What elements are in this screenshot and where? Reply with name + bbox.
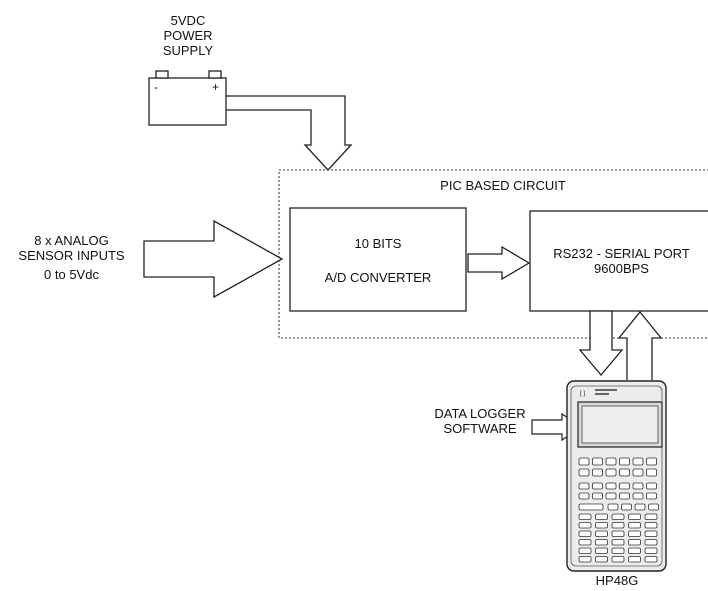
calculator-key [629, 523, 641, 529]
calculator-key [579, 531, 591, 537]
calculator-key [649, 504, 659, 510]
calculator-key [612, 531, 624, 537]
calculator-key [596, 514, 608, 520]
analog-inputs-line3: 0 to 5Vdc [0, 267, 143, 282]
analog-inputs-line2: SENSOR INPUTS [0, 248, 143, 263]
power-supply-label: 5VDC POWER SUPPLY [150, 13, 226, 58]
calculator-key [593, 469, 603, 476]
calculator-key [606, 483, 616, 489]
calculator-key [629, 548, 641, 554]
calculator-key [647, 469, 657, 476]
calculator-key [579, 557, 591, 563]
calculator-enter-key [579, 504, 603, 510]
adc-label-line2: A/D CONVERTER [290, 270, 466, 285]
calculator-key [579, 514, 591, 520]
calculator-key [647, 493, 657, 499]
power-supply-label-line3: SUPPLY [150, 43, 226, 58]
svg-text:[ ]: [ ] [580, 391, 585, 397]
software-label-line2: SOFTWARE [425, 421, 535, 436]
calculator-key [633, 483, 643, 489]
calculator-key [635, 504, 645, 510]
calculator-key [579, 483, 589, 489]
adc-to-serial-arrow [468, 247, 529, 279]
calculator-key [633, 469, 643, 476]
analog-inputs-line1: 8 x ANALOG [0, 233, 143, 248]
battery-plus-sign: + [212, 80, 219, 94]
calculator-key [596, 523, 608, 529]
calculator-key [612, 540, 624, 546]
calculator-key [579, 493, 589, 499]
serial-label-line1: RS232 - SERIAL PORT [530, 246, 708, 261]
calculator-key [606, 469, 616, 476]
calculator-key [645, 523, 657, 529]
calculator-key [612, 548, 624, 554]
analog-input-arrow [144, 221, 282, 297]
calculator-key [645, 540, 657, 546]
battery-minus-sign: - [154, 80, 158, 94]
calculator-key [596, 557, 608, 563]
calculator-key [645, 514, 657, 520]
calculator-key [612, 523, 624, 529]
calculator-key [629, 531, 641, 537]
power-supply-label-line1: 5VDC [150, 13, 226, 28]
calculator-key [579, 523, 591, 529]
serial-to-calculator-arrow [580, 311, 622, 375]
calculator-key [608, 504, 618, 510]
calculator-key [645, 531, 657, 537]
calculator-key [606, 493, 616, 499]
calculator-key [620, 483, 630, 489]
calculator-key [629, 540, 641, 546]
calculator-key [629, 557, 641, 563]
calculator-key [620, 493, 630, 499]
calculator-key [593, 483, 603, 489]
calculator-key [620, 458, 630, 465]
calculator-key [647, 458, 657, 465]
calculator-key [579, 548, 591, 554]
calculator-key [612, 557, 624, 563]
calculator-key [579, 540, 591, 546]
calculator-key [645, 548, 657, 554]
calculator-key [622, 504, 632, 510]
software-label: DATA LOGGER SOFTWARE [425, 406, 535, 436]
calculator-key [633, 458, 643, 465]
calculator-key [596, 540, 608, 546]
circuit-title: PIC BASED CIRCUIT [428, 178, 578, 193]
calculator-key [633, 493, 643, 499]
calculator-key [606, 458, 616, 465]
calculator-key [645, 557, 657, 563]
adc-label-line1: 10 BITS [290, 236, 466, 251]
power-arrow [226, 96, 351, 170]
calculator-icon: [ ] [567, 381, 666, 571]
calculator-key [593, 458, 603, 465]
calculator-key [620, 469, 630, 476]
calculator-key [596, 531, 608, 537]
analog-inputs-label: 8 x ANALOG SENSOR INPUTS 0 to 5Vdc [0, 233, 143, 282]
power-supply-label-line2: POWER [150, 28, 226, 43]
software-label-line1: DATA LOGGER [425, 406, 535, 421]
adc-block [290, 208, 466, 311]
calculator-key [612, 514, 624, 520]
serial-label-line2: 9600BPS [530, 261, 708, 276]
calculator-to-serial-arrow [619, 312, 661, 380]
calculator-key [579, 469, 589, 476]
calculator-key [629, 514, 641, 520]
calculator-key [579, 458, 589, 465]
calculator-key [647, 483, 657, 489]
calculator-key [593, 493, 603, 499]
calculator-label: HP48G [575, 573, 659, 588]
calculator-key [596, 548, 608, 554]
serial-label: RS232 - SERIAL PORT 9600BPS [530, 246, 708, 276]
